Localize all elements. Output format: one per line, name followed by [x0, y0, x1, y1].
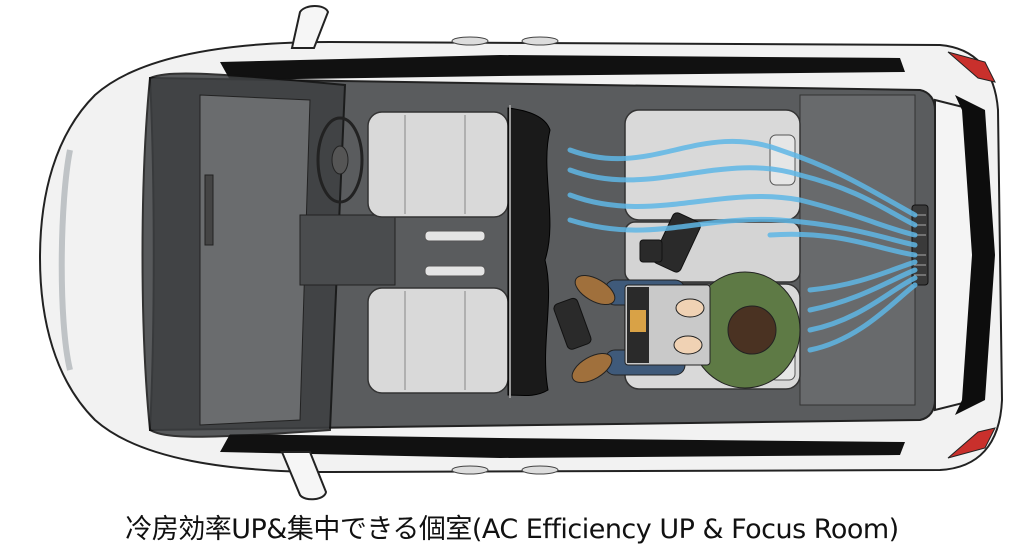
tail-light-bottom — [947, 427, 996, 459]
steering-wheel — [316, 116, 364, 204]
side-mirror-bottom — [280, 451, 328, 501]
side-mirror-top — [290, 5, 330, 49]
tail-light-top — [947, 51, 996, 83]
windshield — [141, 72, 347, 438]
front-seat-driver — [367, 111, 509, 218]
front-seat-passenger — [367, 287, 509, 394]
cool-airflow-lines — [567, 138, 918, 353]
car-illustration — [38, 5, 1004, 501]
center-console — [299, 214, 396, 286]
person-with-laptop — [571, 271, 801, 389]
caption: 冷房効率UP&集中できる個室(AC Efficiency UP & Focus … — [125, 514, 899, 545]
privacy-curtain — [507, 105, 551, 398]
